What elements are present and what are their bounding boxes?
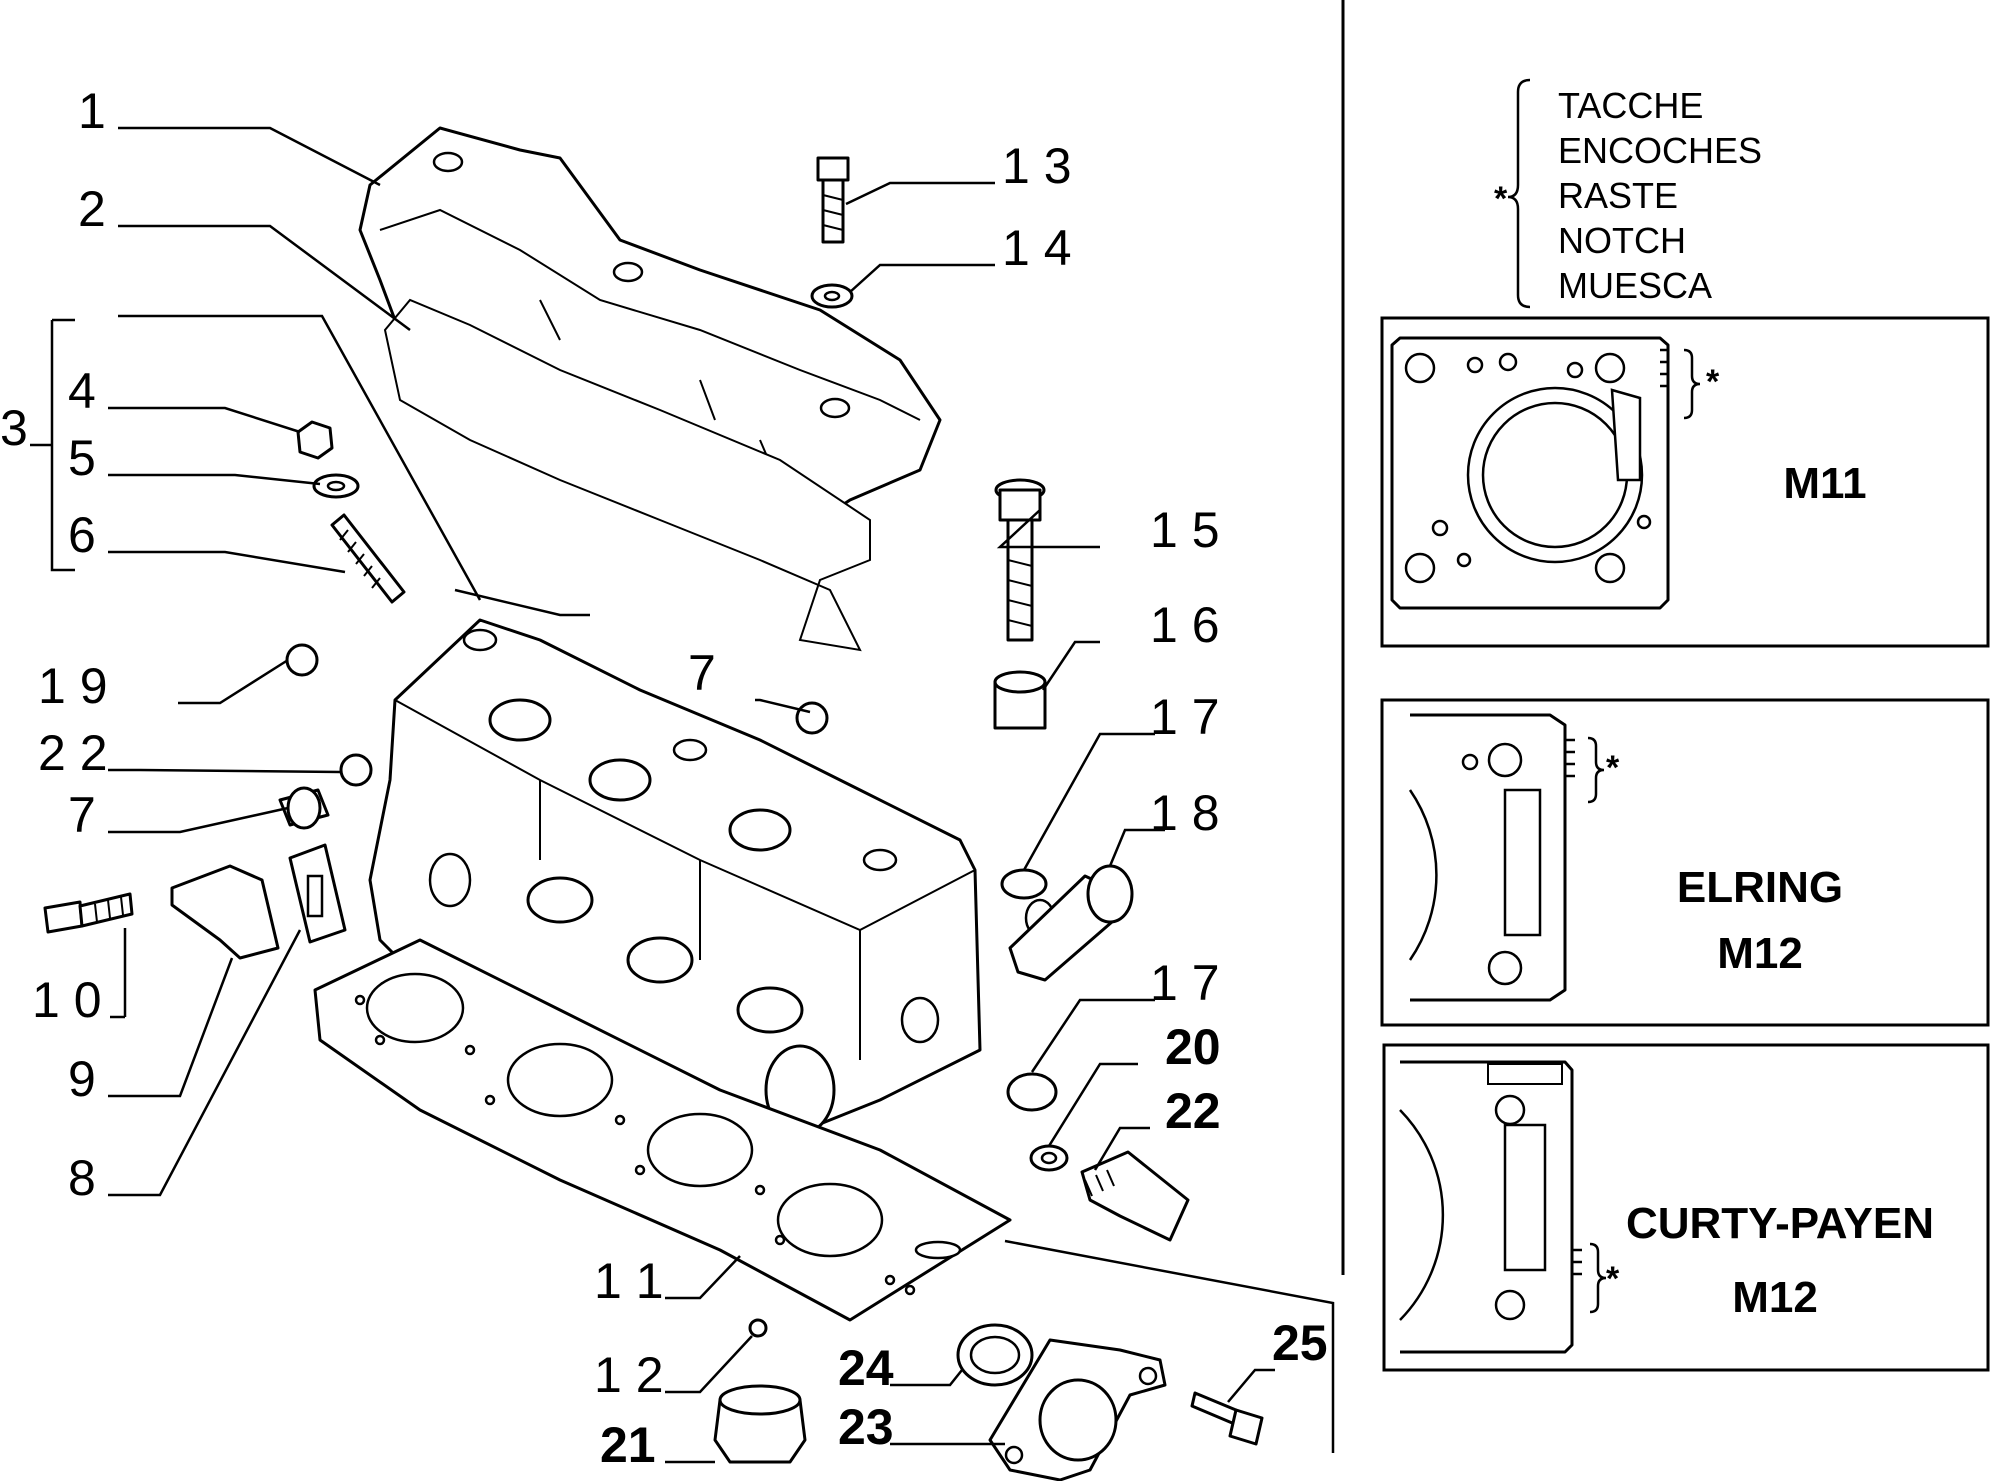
callout-15: 1 5 [1150,502,1220,558]
gasket-panel-curty-payen-m12: * CURTY-PAYEN M12 [1382,1043,1990,1372]
cover-bolt-washer [810,156,854,309]
leader-lines [30,126,1275,1464]
callout-14: 1 4 [1002,220,1072,276]
callout-12: 1 2 [594,1347,664,1403]
legend-line-3: RASTE [1558,175,1678,216]
head-gasket [313,938,1012,1322]
panel-elring-label-2: M12 [1717,929,1803,978]
legend-line-5: MUESCA [1558,265,1712,306]
callout-13: 1 3 [1002,138,1072,194]
callout-25: 25 [1272,1315,1328,1371]
cover-gasket [383,298,871,652]
callout-22-left: 2 2 [38,725,108,781]
callout-16: 1 6 [1150,597,1220,653]
callout-21: 21 [600,1417,656,1473]
gasket-panel-elring-m12: * ELRING M12 [1380,698,1990,1027]
callout-5: 5 [68,430,96,486]
callout-22-right: 22 [1165,1083,1221,1139]
side-small-parts [43,643,829,960]
stud-nut-washer [296,420,406,604]
callout-labels: 1 2 3 4 5 6 7 7 8 9 1 0 1 1 1 2 1 3 1 4 … [0,83,1328,1473]
callout-24: 24 [838,1340,894,1396]
callout-6: 6 [68,507,96,563]
panel-m11-marker: * [1706,363,1720,401]
callout-20: 20 [1165,1019,1221,1075]
callout-2: 2 [78,181,106,237]
callout-17-upper: 1 7 [1150,689,1220,745]
callout-11: 1 1 [594,1253,664,1309]
gasket-panel-m11: * M11 [1380,316,1990,648]
legend-line-4: NOTCH [1558,220,1686,261]
panel-elring-label-1: ELRING [1677,863,1843,912]
panel-curty-marker: * [1606,1260,1620,1298]
panel-elring-marker: * [1606,749,1620,787]
callout-18: 1 8 [1150,785,1220,841]
callout-17-lower: 1 7 [1150,955,1220,1011]
callout-23: 23 [838,1399,894,1455]
head-bolt-sleeve [993,478,1047,730]
callout-9: 9 [68,1051,96,1107]
callout-3: 3 [0,400,28,456]
callout-8: 8 [68,1150,96,1206]
right-small-parts [1000,864,1190,1242]
panel-m11-label: M11 [1783,459,1866,508]
callout-7-upper: 7 [688,645,716,701]
legend-line-1: TACCHE [1558,85,1703,126]
legend-asterisk: * [1494,180,1508,218]
callout-1: 1 [78,83,106,139]
panel-curty-label-1: CURTY-PAYEN [1626,1199,1934,1248]
callout-10: 1 0 [32,972,102,1028]
layout-dividers [1004,0,1345,1453]
notch-legend: * TACCHE ENCOCHES RASTE NOTCH MUESCA [1494,78,1762,309]
panel-curty-label-2: M12 [1732,1273,1818,1322]
legend-line-2: ENCOCHES [1558,130,1762,171]
gasket-bolt-holes [354,994,916,1296]
callout-7-lower: 7 [68,787,96,843]
callout-4: 4 [68,363,96,419]
callout-19: 1 9 [38,658,108,714]
bottom-parts [713,1318,1264,1481]
